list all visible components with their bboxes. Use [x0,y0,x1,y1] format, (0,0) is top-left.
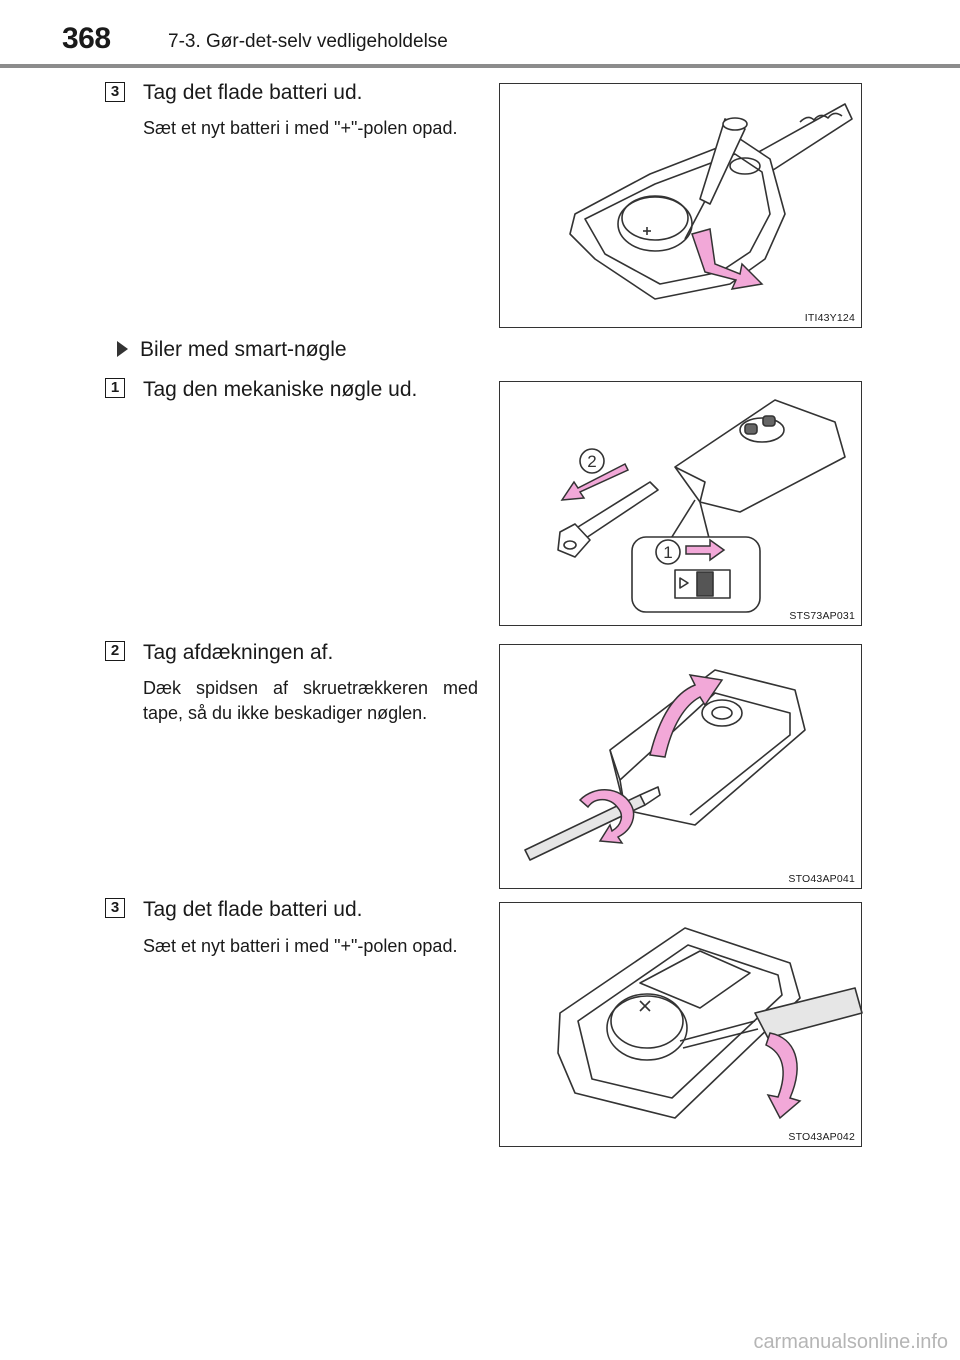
figure-remove-battery-key: ITI43Y124 [499,83,862,328]
header-rule [0,64,960,68]
step-number-badge: 3 [105,898,125,918]
illustration-pry-cover [524,669,806,861]
step-title: Tag det flade batteri ud. [143,81,363,104]
figure-remove-mechanical-key: 2 1 STS73AP031 [499,381,862,626]
step-title: Tag den mekaniske nøgle ud. [143,378,418,401]
callout-number: 1 [663,543,672,562]
watermark: carmanualsonline.info [753,1331,948,1353]
subheading-text: Biler med smart-nøgle [140,338,347,361]
pink-arrow-icon [560,462,630,501]
figure-code: STO43AP041 [788,873,855,885]
step-number-badge: 1 [105,378,125,398]
figure-code: ITI43Y124 [804,312,855,324]
callout-number: 2 [587,452,596,471]
step-description: Sæt et nyt batteri i med "+"-polen opad. [143,936,458,956]
illustration-screwdriver-battery [569,103,853,300]
chapter-title: 7-3. Gør-det-selv vedligeholdelse [168,31,448,52]
pink-arrow-icon [691,228,764,290]
figure-remove-battery-smart-key: STO43AP042 [499,902,863,1147]
page-header: 368 7-3. Gør-det-selv vedligeholdelse [0,0,960,72]
section-subheading: Biler med smart-nøgle [117,338,347,362]
step-title: Tag afdækningen af. [143,641,334,664]
page-number: 368 [62,22,111,55]
triangle-bullet-icon [117,341,128,357]
illustration-smart-key-release: 2 1 [557,399,846,613]
step-title: Tag det flade batteri ud. [143,898,363,921]
pink-rotate-arrow-icon [578,789,635,844]
step-description: Sæt et nyt batteri i med "+"-polen opad. [143,118,458,138]
figure-code: STO43AP042 [788,1131,855,1143]
pink-arrow-icon [649,674,724,758]
illustration-battery-smart-key [557,927,863,1120]
step-description: Dæk spidsen af skruetrækkeren med tape, … [143,678,478,723]
figure-code: STS73AP031 [789,610,855,622]
pink-rotate-arrow-icon [765,1032,802,1120]
step-number-badge: 3 [105,82,125,102]
step-number-badge: 2 [105,641,125,661]
pink-arrow-icon [685,538,726,562]
figure-remove-cover: STO43AP041 [499,644,862,889]
